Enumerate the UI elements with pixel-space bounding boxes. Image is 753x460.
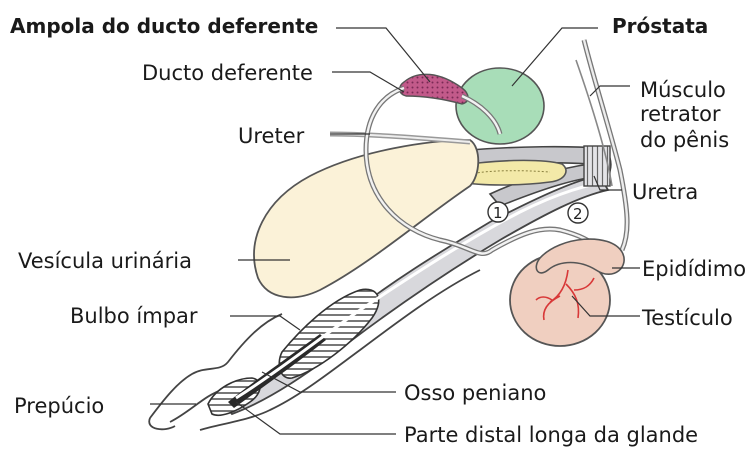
svg-text:1: 1 [493,204,503,222]
retractor-muscle [584,40,627,250]
label-vesicula: Vesícula urinária [18,251,192,272]
ampulla [400,74,468,104]
svg-text:2: 2 [573,205,583,223]
label-musculo-3: do pênis [640,130,729,151]
label-ampola: Ampola do ducto deferente [10,16,318,36]
label-uretra: Uretra [632,182,698,203]
label-ducto: Ducto deferente [142,63,313,84]
label-bulbo: Bulbo ímpar [70,306,198,327]
label-testiculo: Testículo [642,308,733,329]
label-musculo-2: retrator [640,104,721,125]
label-musculo-1: Músculo [640,80,726,101]
label-glande: Parte distal longa da glande [404,425,698,446]
label-prepucio: Prepúcio [14,396,104,417]
urethral-muscle [584,146,610,186]
label-osso: Osso peniano [404,383,546,404]
label-epididimo: Epidídimo [642,259,746,280]
label-ureter: Ureter [238,126,304,147]
label-prostata: Próstata [612,16,708,36]
